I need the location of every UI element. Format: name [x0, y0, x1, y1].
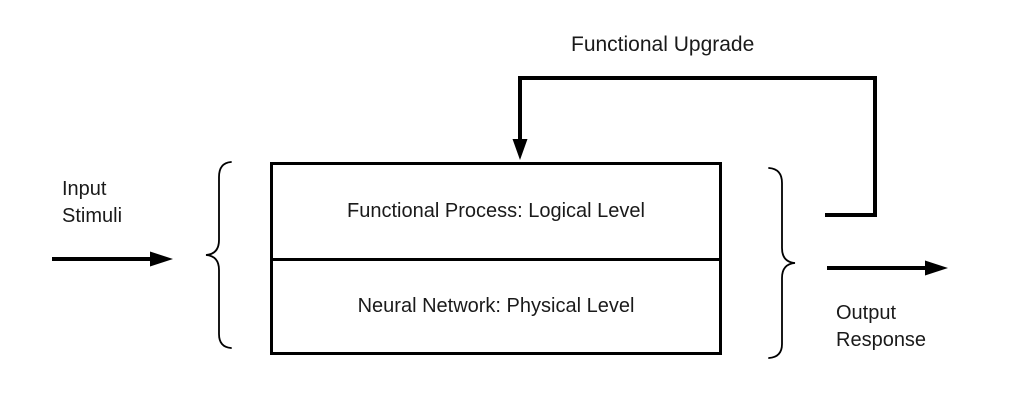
- physical-level-cell: Neural Network: Physical Level: [273, 261, 719, 352]
- logical-level-label: Functional Process: Logical Level: [347, 200, 645, 222]
- feedback-loop-line: [518, 76, 877, 217]
- input-label-line2: Stimuli: [62, 205, 123, 227]
- process-box: Functional Process: Logical Level Neural…: [270, 162, 722, 355]
- logical-level-cell: Functional Process: Logical Level: [273, 165, 719, 261]
- left-brace: [205, 161, 232, 349]
- input-arrowhead-icon: [150, 251, 173, 267]
- feedback-label: Functional Upgrade: [571, 33, 755, 56]
- physical-level-label: Neural Network: Physical Level: [357, 295, 635, 317]
- output-label-line1: Output: [836, 302, 897, 324]
- right-brace: [768, 167, 796, 359]
- input-label-line1: Input: [62, 178, 107, 200]
- output-label: Output Response: [836, 300, 926, 354]
- input-label: Input Stimuli: [62, 176, 122, 230]
- output-arrowhead-icon: [925, 260, 948, 276]
- feedback-arrowhead-icon: [512, 139, 528, 160]
- output-label-line2: Response: [836, 329, 927, 351]
